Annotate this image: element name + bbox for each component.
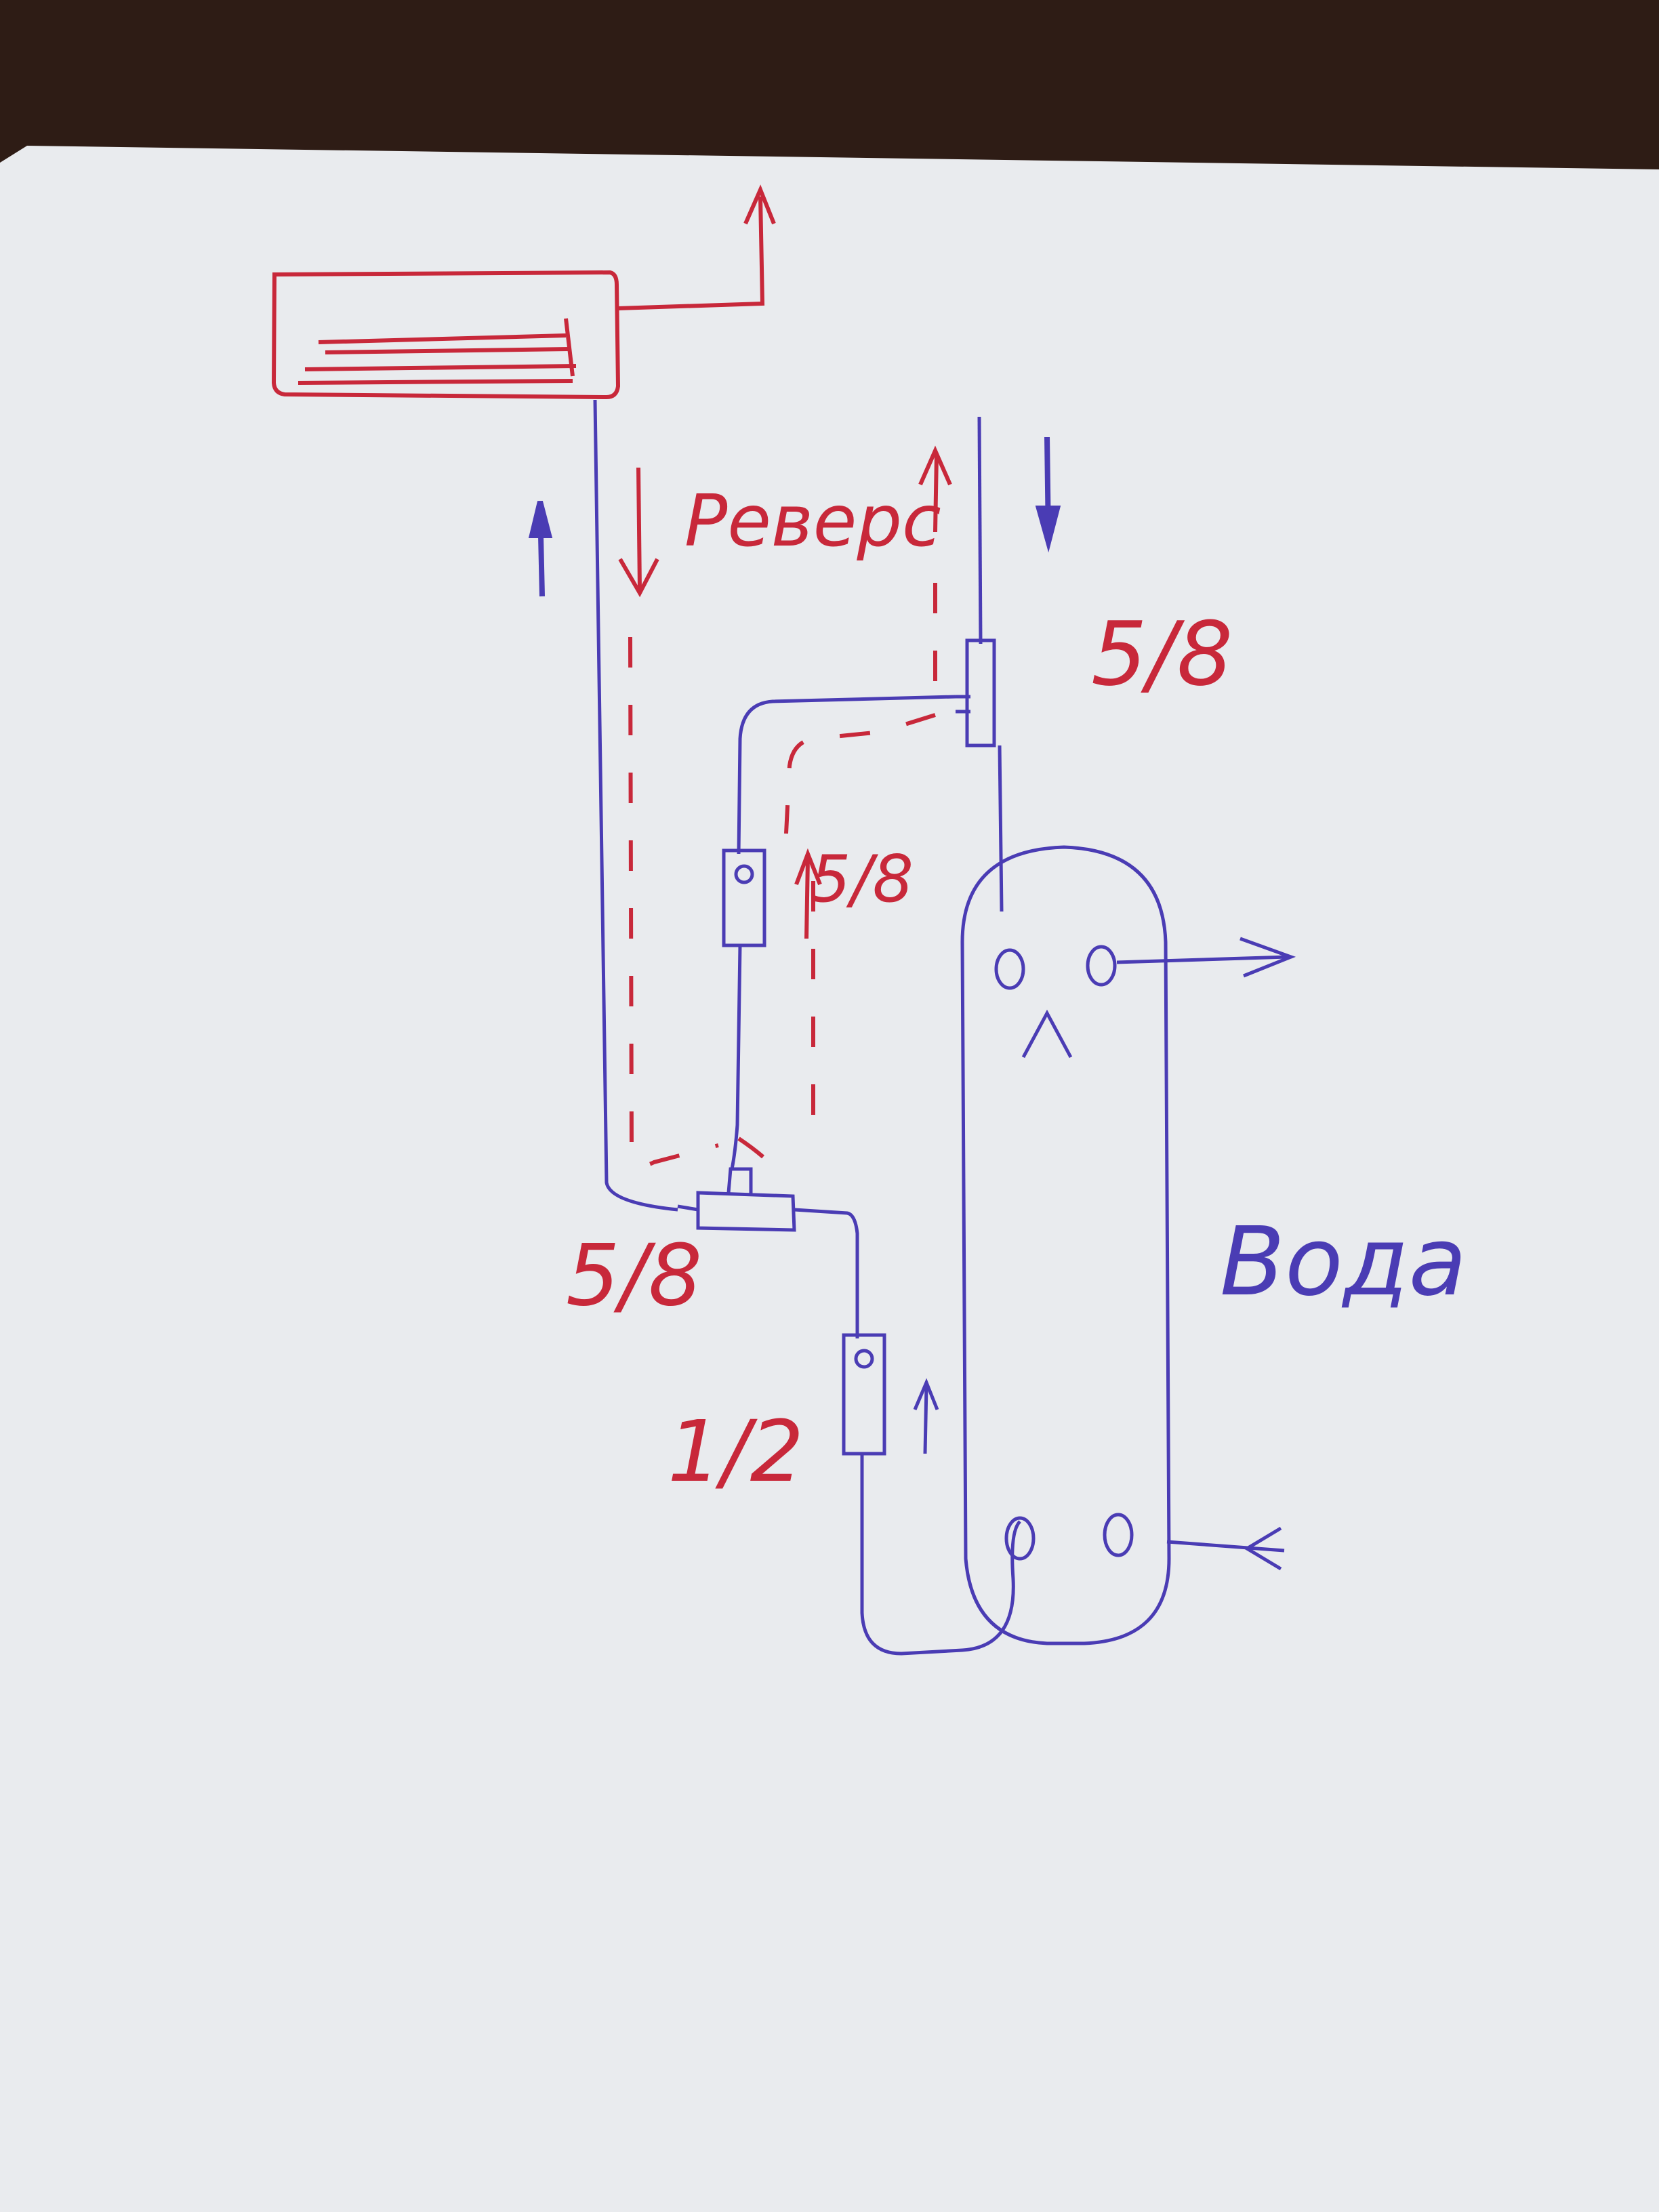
- size-label-bottom-tee: 5/8: [566, 1227, 702, 1325]
- reverse-label: Реверс: [684, 480, 941, 562]
- indoor-unit-outlet: [617, 184, 776, 310]
- lower-valve: [842, 1333, 886, 1456]
- paper-sheet: [0, 146, 1659, 2212]
- size-label-top-tee: 5/8: [1091, 602, 1233, 705]
- port-top-left: [994, 948, 1025, 990]
- water-inlet-arrow-icon: [1166, 1526, 1285, 1571]
- upper-valve: [722, 848, 766, 947]
- up-arrow-icon: [528, 500, 553, 597]
- size-label-upper-valve: 5/8: [810, 842, 914, 917]
- reverse-dashed-lines: [628, 583, 937, 1168]
- water-label: Вода: [1220, 1207, 1467, 1317]
- size-label-lower-valve: 1/2: [668, 1403, 804, 1501]
- up-arrow-icon: [913, 1378, 939, 1454]
- down-arrow-icon: [1035, 436, 1061, 553]
- up-arrow-icon: [918, 445, 952, 533]
- up-arrow-icon: [794, 848, 822, 939]
- port-bottom-left: [1004, 1516, 1036, 1561]
- indoor-unit: [271, 270, 621, 400]
- blue-piping: [593, 399, 1021, 1656]
- lower-tee-fitting: [696, 1167, 796, 1232]
- down-arrow-icon: [618, 467, 659, 598]
- water-outlet-arrow-icon: [1116, 937, 1296, 978]
- port-bottom-right: [1103, 1513, 1134, 1557]
- upper-tee-fitting: [965, 638, 996, 747]
- heat-exchanger: [960, 845, 1171, 1645]
- chevron-up-icon: [1021, 1009, 1073, 1059]
- port-top-right: [1086, 945, 1117, 987]
- outlet-arrow-icon: [743, 184, 776, 225]
